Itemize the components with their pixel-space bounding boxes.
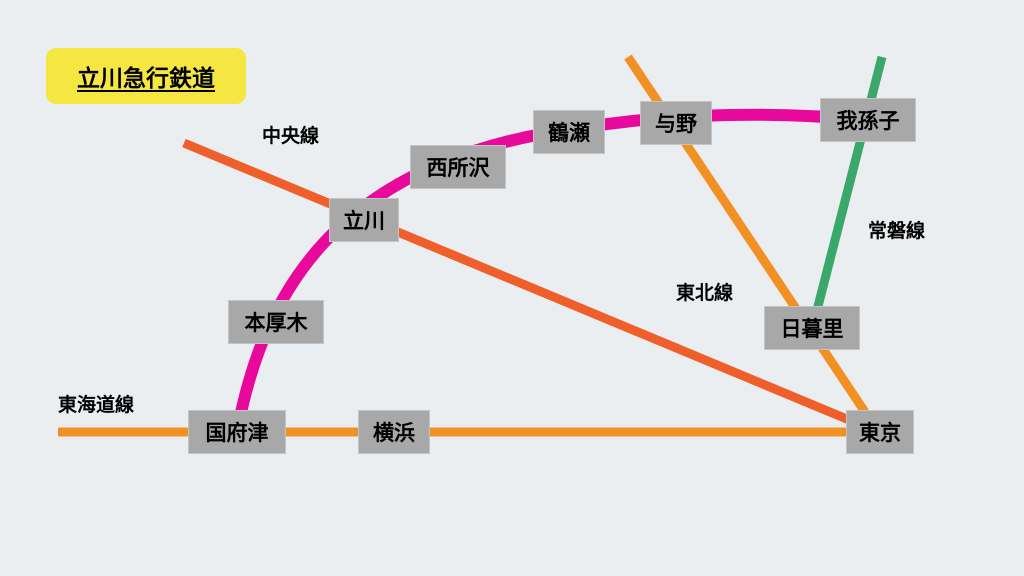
station-yono[interactable]: 与野 [640, 101, 712, 145]
station-kokufutsu[interactable]: 国府津 [188, 410, 286, 454]
station-tsurusse[interactable]: 鶴瀬 [533, 110, 605, 154]
station-nishitokorozawa[interactable]: 西所沢 [410, 145, 506, 189]
tohoku-line-label: 東北線 [676, 282, 734, 304]
tokaido-line-label: 東海道線 [58, 394, 135, 416]
joban-line [810, 55, 887, 320]
chuo-line [182, 138, 880, 437]
joban-line-label: 常磐線 [868, 220, 926, 242]
station-yokohama[interactable]: 横浜 [358, 410, 430, 454]
chuo-line-label: 中央線 [262, 125, 320, 147]
station-nippori[interactable]: 日暮里 [764, 306, 860, 350]
map-title: 立川急行鉄道 [46, 48, 246, 104]
station-honatsugi[interactable]: 本厚木 [228, 300, 324, 344]
station-tachikawa[interactable]: 立川 [329, 198, 399, 242]
station-abiko[interactable]: 我孫子 [820, 98, 916, 142]
station-tokyo[interactable]: 東京 [846, 410, 914, 454]
